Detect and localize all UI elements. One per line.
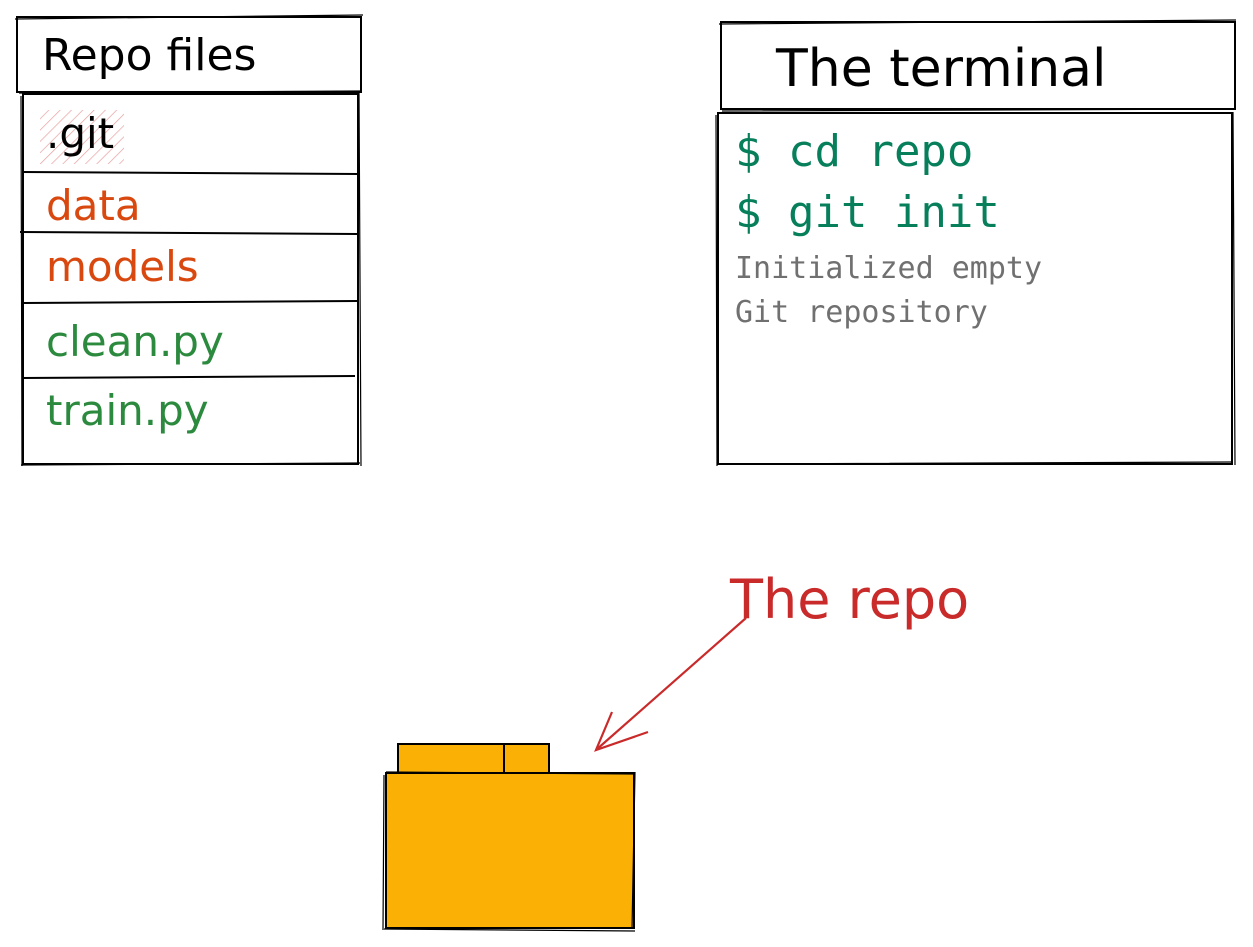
- git-hatch-highlight: [40, 110, 124, 164]
- file-item-models[interactable]: models: [46, 242, 199, 291]
- repo-annotation-label: The repo: [729, 568, 969, 631]
- terminal-panel: The terminal $ cd repo $ git init Initia…: [715, 19, 1237, 467]
- terminal-output-line-1: Initialized empty: [735, 251, 1042, 286]
- repo-files-header: Repo files: [14, 14, 364, 94]
- terminal-command-cd: $ cd repo: [735, 126, 973, 177]
- file-item-train-py[interactable]: train.py: [46, 386, 209, 435]
- file-item-data[interactable]: data: [46, 181, 141, 230]
- terminal-header: The terminal: [718, 19, 1237, 112]
- file-item-clean-py[interactable]: clean.py: [46, 317, 224, 366]
- repo-files-title: Repo files: [42, 30, 256, 81]
- repo-files-panel: Repo files .git data models clean.py tra…: [14, 14, 364, 467]
- terminal-output-line-2: Git repository: [735, 295, 988, 330]
- terminal-window: [717, 112, 1233, 465]
- folder-icon[interactable]: [382, 743, 636, 932]
- file-item-git[interactable]: .git: [46, 109, 114, 158]
- terminal-command-git-init: $ git init: [735, 187, 1000, 238]
- terminal-title: The terminal: [775, 39, 1106, 99]
- arrowhead-icon: [594, 711, 649, 752]
- repo-annotation-arrow: [595, 617, 747, 751]
- repo-annotation: The repo: [594, 568, 969, 752]
